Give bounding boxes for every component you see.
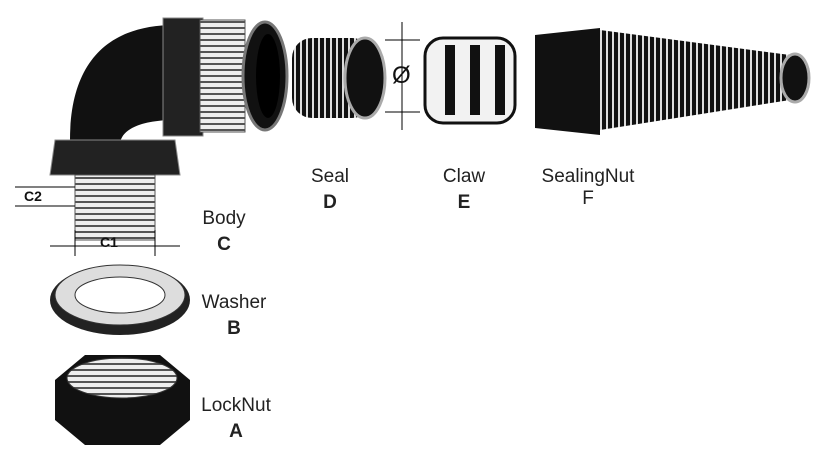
dimension-lines xyxy=(15,22,420,256)
diameter-symbol: Ø xyxy=(392,62,411,89)
sealingnut-letter: F xyxy=(582,188,594,209)
body-label: Body xyxy=(202,208,246,229)
locknut-letter: A xyxy=(229,421,243,442)
sealingnut-part xyxy=(535,28,811,135)
claw-part xyxy=(423,36,517,125)
sealingnut-label: SealingNut xyxy=(541,166,635,187)
seal-label: Seal xyxy=(310,166,350,187)
locknut-part xyxy=(55,355,190,445)
claw-label: Claw xyxy=(442,166,486,187)
locknut-label: LockNut xyxy=(201,395,271,416)
washer-part xyxy=(50,264,190,335)
seal-part xyxy=(292,36,387,120)
claw-letter: E xyxy=(457,192,471,213)
seal-letter: D xyxy=(323,192,337,213)
washer-label: Washer xyxy=(201,292,267,313)
body-letter: C xyxy=(217,234,231,255)
c2-dimension-label: C2 xyxy=(24,188,42,204)
washer-letter: B xyxy=(227,318,241,339)
body-part xyxy=(49,17,289,241)
c1-dimension-label: C1 xyxy=(100,234,118,250)
